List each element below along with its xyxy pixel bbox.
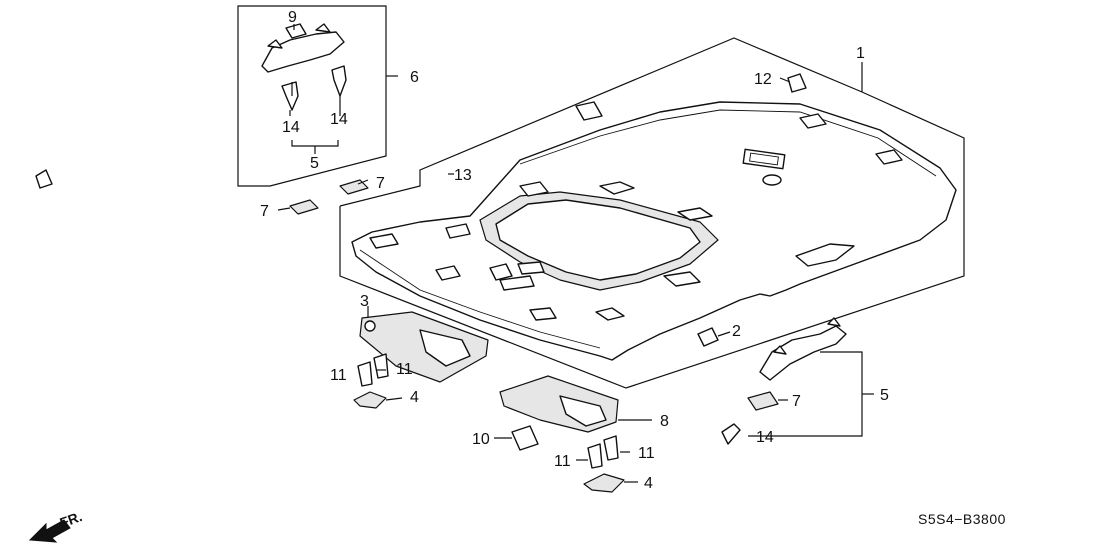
rail-cap-7c: [747, 391, 779, 411]
callout-14-upper-right: 14: [330, 111, 348, 128]
front-direction-arrow: [28, 519, 71, 543]
holder-4a: [353, 391, 387, 409]
rail-cap-7a: [289, 199, 319, 215]
callout-1: 1: [856, 45, 865, 62]
grab-rail-upper: [261, 23, 345, 73]
callout-14-upper-left: 14: [282, 119, 300, 136]
callout-7-upper: 7: [376, 175, 385, 192]
screw-14c: [721, 423, 741, 445]
screw-14a: [281, 81, 299, 111]
clip-13: [35, 169, 53, 189]
callout-11-right: 11: [396, 361, 413, 378]
callout-11-lower-right: 11: [638, 445, 655, 462]
headlining-group-box: [339, 37, 965, 389]
clip-12: [787, 73, 807, 93]
callout-10: 10: [472, 431, 490, 448]
callout-14-lower: 14: [756, 429, 774, 446]
callout-6: 6: [410, 69, 419, 86]
sun-visor-right: [499, 375, 619, 433]
bracket-10: [511, 425, 539, 451]
leader-lines: [277, 24, 791, 483]
callout-8: 8: [660, 413, 669, 430]
callout-5-lower: 5: [880, 387, 889, 404]
diagram-code: S5S4−B3800: [918, 511, 1006, 527]
callout-9: 9: [288, 9, 297, 26]
callout-4-upper: 4: [410, 389, 419, 406]
callout-5-upper: 5: [310, 155, 319, 172]
clip-9: [285, 23, 307, 39]
callout-11-lower-left: 11: [554, 453, 571, 470]
bolt-11b: [373, 353, 389, 379]
callout-11-left: 11: [330, 367, 347, 384]
bolt-11c: [587, 443, 603, 469]
callout-4-lower: 4: [644, 475, 653, 492]
grab-rail-lower: [759, 317, 847, 381]
callout-13: 13: [454, 167, 472, 184]
bolt-11d: [603, 435, 619, 461]
callout-7-left: 7: [260, 203, 269, 220]
sun-visor-left: [359, 311, 489, 383]
callout-12: 12: [754, 71, 772, 88]
grab-rail-group-box: [237, 5, 398, 187]
right-rail-bracket: [748, 351, 874, 437]
clip-2: [697, 327, 719, 347]
headlining: [351, 101, 957, 361]
bolt-11a: [357, 361, 373, 387]
rail-cap-7b: [339, 179, 369, 195]
holder-4b: [583, 473, 625, 493]
callout-7-lower: 7: [792, 393, 801, 410]
callout-3: 3: [360, 293, 369, 310]
front-direction-label: FR.: [58, 508, 85, 531]
screw-14b: [331, 65, 347, 97]
callout-2: 2: [732, 323, 741, 340]
